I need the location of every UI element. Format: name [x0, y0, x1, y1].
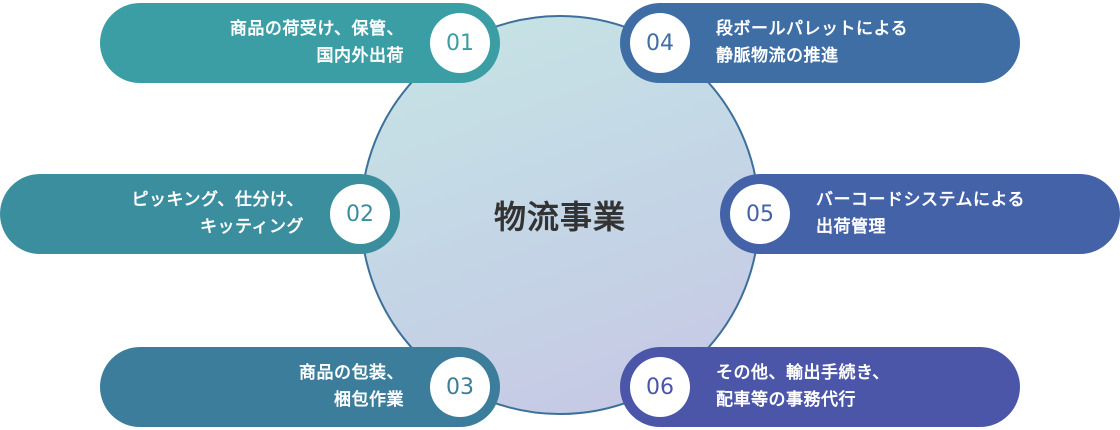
service-item-line: 段ボールパレットによる — [716, 19, 908, 39]
service-item-line: その他、輸出手続き、 — [716, 363, 890, 383]
service-item-line: ピッキング、仕分け、 — [131, 190, 304, 210]
service-item-03: 商品の包装、 梱包作業 03 — [100, 347, 500, 427]
center-title: 物流事業 — [493, 198, 626, 236]
service-item-02: ピッキング、仕分け、 キッティング 02 — [0, 174, 400, 254]
service-item-text: ピッキング、仕分け、 キッティング — [132, 187, 304, 241]
service-item-line: 出荷管理 — [816, 217, 886, 237]
number-badge: 02 — [330, 184, 390, 244]
service-item-line: 商品の荷受け、保管、 — [229, 19, 404, 39]
service-item-text: バーコードシステムによる 出荷管理 — [816, 187, 1025, 241]
service-item-line: バーコードシステムによる — [816, 190, 1025, 210]
service-item-line: 梱包作業 — [334, 390, 404, 410]
service-item-text: 商品の包装、 梱包作業 — [299, 360, 404, 414]
number-badge: 04 — [630, 13, 690, 73]
service-item-01: 商品の荷受け、保管、 国内外出荷 01 — [100, 3, 500, 83]
service-item-line: 商品の包装、 — [299, 363, 404, 383]
service-item-05: 05 バーコードシステムによる 出荷管理 — [720, 174, 1120, 254]
service-item-06: 06 その他、輸出手続き、 配車等の事務代行 — [620, 347, 1020, 427]
number-badge: 05 — [730, 184, 790, 244]
service-item-line: キッティング — [200, 217, 304, 237]
service-item-line: 静脈物流の推進 — [716, 46, 839, 66]
service-item-line: 配車等の事務代行 — [716, 390, 856, 410]
number-badge: 01 — [430, 13, 490, 73]
number-badge: 06 — [630, 357, 690, 417]
service-item-04: 04 段ボールパレットによる 静脈物流の推進 — [620, 3, 1020, 83]
service-item-line: 国内外出荷 — [316, 46, 404, 66]
service-item-text: 商品の荷受け、保管、 国内外出荷 — [230, 16, 404, 70]
service-item-text: その他、輸出手続き、 配車等の事務代行 — [716, 360, 890, 414]
number-badge: 03 — [430, 357, 490, 417]
service-item-text: 段ボールパレットによる 静脈物流の推進 — [716, 16, 908, 70]
